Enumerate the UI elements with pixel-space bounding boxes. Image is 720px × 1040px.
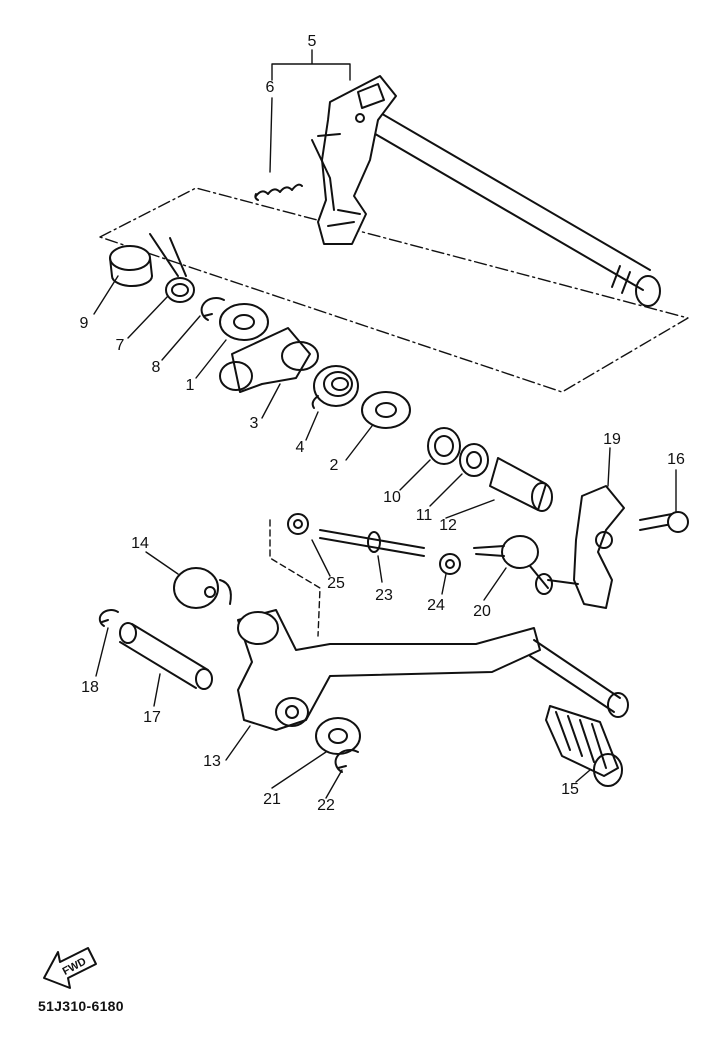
washer <box>361 391 411 429</box>
callout-9: 9 <box>79 315 89 332</box>
leader-6 <box>269 97 273 173</box>
torsion-spring <box>149 233 195 303</box>
bearing <box>427 427 461 465</box>
callout-17: 17 <box>143 709 161 726</box>
callout-19: 19 <box>603 431 621 448</box>
nut <box>287 513 309 535</box>
callout-18: 18 <box>81 679 99 696</box>
callout-2: 2 <box>329 457 339 474</box>
washer <box>219 303 269 341</box>
callout-13: 13 <box>203 753 221 770</box>
callout-11: 11 <box>415 507 433 524</box>
callout-1: 1 <box>185 377 195 394</box>
shift-lever <box>535 485 625 609</box>
dashed-bracket-25 <box>269 519 321 637</box>
drawing-code: 51J310-6180 <box>38 998 124 1014</box>
small-spring <box>254 183 303 201</box>
callout-10: 10 <box>383 489 401 506</box>
callout-23: 23 <box>375 587 393 604</box>
shift-pedal <box>237 609 629 731</box>
callout-4: 4 <box>295 439 305 456</box>
callout-15: 15 <box>561 781 579 798</box>
callout-12: 12 <box>439 517 457 534</box>
bolt <box>639 511 689 533</box>
return-spring <box>311 365 359 409</box>
rod-end <box>473 535 549 589</box>
circlip <box>334 748 359 773</box>
collar <box>109 245 153 287</box>
rod-end <box>173 567 232 609</box>
nut <box>439 553 461 575</box>
callout-16: 16 <box>667 451 685 468</box>
forward-arrow: FWD <box>43 947 97 989</box>
callout-22: 22 <box>317 797 335 814</box>
callout-5: 5 <box>307 33 317 50</box>
shift-arm <box>219 327 319 393</box>
callout-3: 3 <box>249 415 259 432</box>
callout-24: 24 <box>427 597 445 614</box>
callout-8: 8 <box>151 359 161 376</box>
callout-20: 20 <box>473 603 491 620</box>
circlip <box>200 296 225 321</box>
callout-7: 7 <box>115 337 125 354</box>
leader-lines <box>93 275 677 799</box>
shift-rod <box>319 529 425 557</box>
callout-bracket-5 <box>271 49 351 81</box>
seal <box>459 443 489 477</box>
collar <box>489 457 553 512</box>
washer <box>315 717 361 755</box>
callout-25: 25 <box>327 575 345 592</box>
callout-14: 14 <box>131 535 149 552</box>
callout-6: 6 <box>265 79 275 96</box>
group-outline <box>99 187 689 393</box>
circlip <box>98 609 119 627</box>
shift-shaft <box>311 75 661 307</box>
callout-21: 21 <box>263 791 281 808</box>
pedal-rubber <box>545 705 623 787</box>
pivot-pin <box>119 622 213 690</box>
